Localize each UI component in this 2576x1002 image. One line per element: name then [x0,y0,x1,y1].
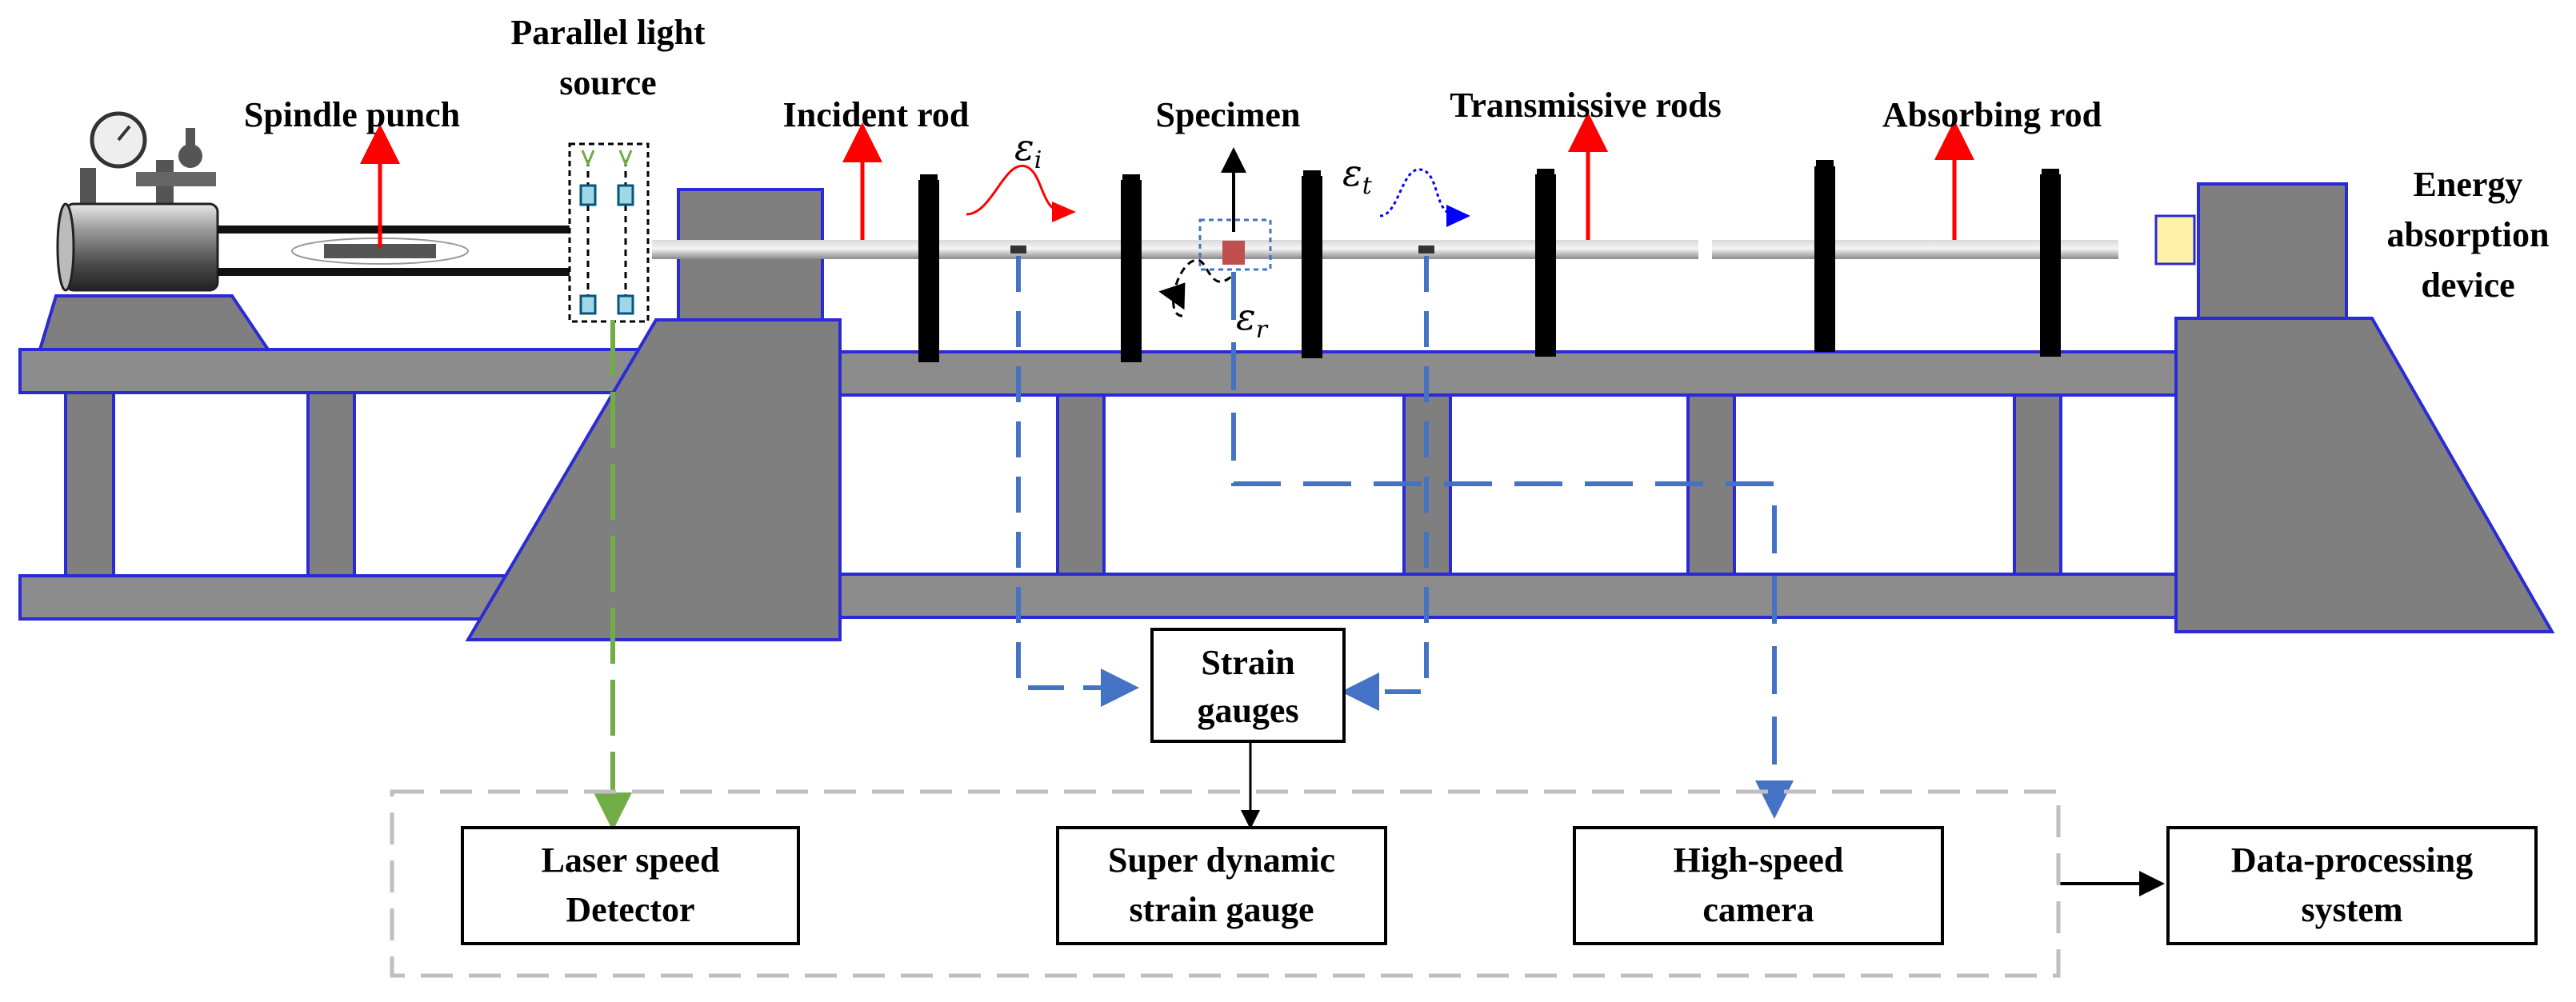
super-dynamic-label-2: strain gauge [1130,890,1314,929]
rod-support [1121,180,1142,362]
cylinder [64,202,219,292]
rod-support [1814,166,1835,352]
post [64,391,115,577]
transmitted-wave [1379,168,1455,218]
laser-detector-label-2: Detector [566,890,694,929]
strain-gauge-mark [1418,246,1434,253]
laser-speed-detector-box: Laser speed Detector [461,826,800,945]
strain-gauge-mark [1010,246,1026,253]
upper-rail-left [18,348,706,394]
spindle-punch [56,111,570,292]
punch-base [38,294,271,351]
strain-gauges-box: Strain gauges [1150,628,1346,743]
incident-and-transmissive-rod [652,240,1698,259]
incident-gauge-signal [1016,256,1139,707]
energy-device-label-3: device [2421,265,2514,305]
reflected-wave-arrow [1158,282,1186,310]
striker-bar [324,244,436,258]
bar-system [652,112,2118,362]
rod-support [1535,174,1556,357]
data-processing-label-1: Data-processing [2231,840,2473,880]
super-dynamic-frame [1056,826,1387,945]
energy-device-base [2174,317,2555,633]
specimen-block [1222,241,1245,265]
cylinder-cap [56,202,75,292]
incident-strain-symbol: εi [1014,126,1042,174]
pipe [136,172,216,186]
gauge-needle [117,125,131,142]
lower-rail-main [834,573,2190,619]
left-pedestal [465,318,842,641]
super-dynamic-label-1: Super dynamic [1108,840,1335,880]
rod-support-cap [1303,170,1321,178]
rod-support-cap [1816,160,1834,168]
light-ray-icon [618,150,633,167]
rod-support-cap [1122,174,1140,182]
light-ray-icon [581,150,595,167]
upper-rail-main [834,350,2190,397]
pipe [80,168,96,208]
camera-signal [1231,272,1794,819]
laser-detector-label-1: Laser speed [542,840,720,880]
post [306,391,356,577]
lens-icon [617,294,634,315]
transmitted-strain-symbol: εt [1342,151,1373,200]
strain-gauges-label-1: Strain [1201,643,1294,682]
data-processing-label-2: system [2301,890,2402,929]
rod-support [2040,174,2061,357]
strain-gauges-label-2: gauges [1197,691,1298,730]
transmitted-wave-arrow [1446,205,1470,227]
lens-icon [617,184,634,206]
strain-gauges-frame [1150,628,1346,743]
laser-detector-frame [461,826,800,945]
parallel-light-label-2: source [559,63,656,102]
post [1056,393,1106,576]
data-processing-system-box: Data-processing system [2166,826,2538,945]
signal-lines [594,256,2165,896]
post [2013,393,2062,576]
component-labels: Parallel light source Spindle punch Inci… [244,13,2550,344]
data-processing-frame [2166,826,2538,945]
rod-support-cap [2042,169,2059,177]
parallel-light-label-1: Parallel light [510,13,706,52]
rod-support-cap [1537,169,1554,177]
super-dynamic-strain-gauge-box: Super dynamic strain gauge [1056,826,1387,945]
incident-wave [966,165,1065,216]
absorber-pad [2154,214,2196,265]
specimen-label: Specimen [1156,95,1301,134]
barrel-top [218,226,570,234]
reflected-strain-symbol: εr [1236,295,1269,344]
barrel-bottom [218,268,570,276]
lens-icon [579,184,597,206]
parallel-light-source [568,142,650,323]
stress-waves [966,165,1470,317]
high-speed-camera-frame [1573,826,1944,945]
reflected-wave [1172,258,1233,317]
high-speed-camera-label-2: camera [1702,890,1814,929]
incident-wave-arrow [1052,202,1076,222]
energy-device-label-2: absorption [2387,215,2550,254]
rod-support [1302,176,1322,358]
rod-supports [918,160,2061,362]
high-speed-camera-label-1: High-speed [1674,840,1844,880]
measurement-system-enclosure [390,789,2061,978]
transmissive-rods-label: Transmissive rods [1450,86,1721,125]
incident-rod-label: Incident rod [783,95,970,134]
energy-device-top [2197,182,2348,320]
absorbing-rod-label: Absorbing rod [1882,95,2102,134]
light-source-frame [568,142,650,323]
transmitted-gauge-signal [1341,256,1429,711]
rod-support-cap [920,174,938,182]
support-frame [18,182,2555,641]
high-speed-camera-box: High-speed camera [1573,826,1944,945]
energy-device-label-1: Energy [2414,165,2523,204]
lens-icon [579,294,597,315]
spindle-punch-label: Spindle punch [244,95,460,134]
rod-support [918,180,939,362]
valve-icon [178,144,202,168]
valve-stem [186,128,195,152]
